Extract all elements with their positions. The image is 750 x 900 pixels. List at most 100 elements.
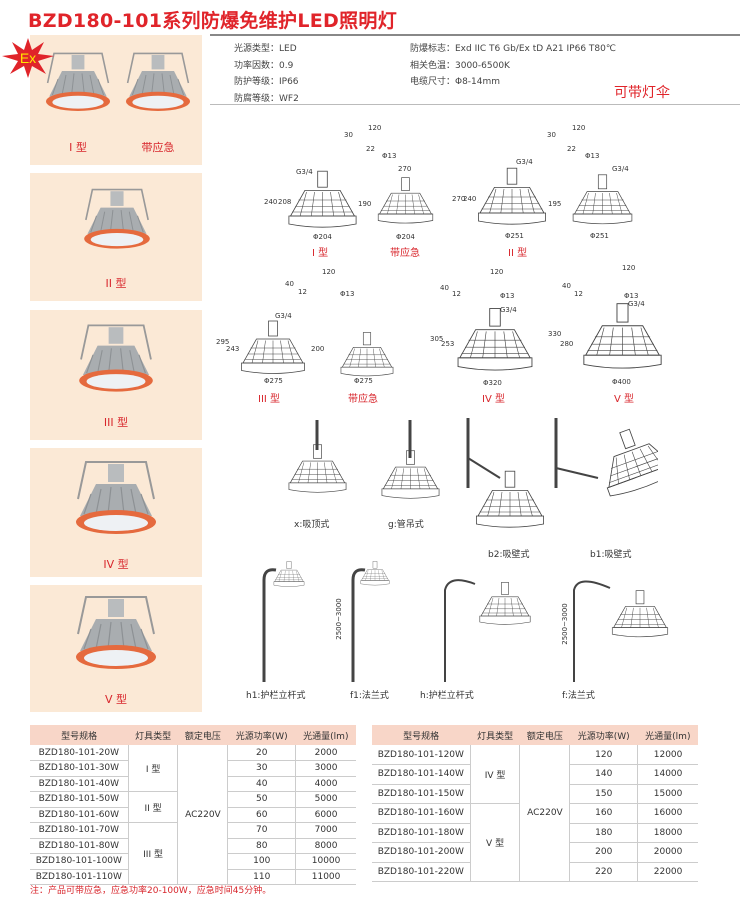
type-cell: II 型: [127, 791, 178, 823]
photo-panel-type-1: I 型 带应急: [30, 35, 202, 165]
dim: G3/4: [500, 306, 517, 314]
dim: 200: [311, 345, 325, 353]
dim: Φ13: [500, 292, 515, 300]
dim: Φ275: [264, 377, 283, 385]
lamp-type-3-photo: [70, 318, 162, 410]
dim: 195: [548, 200, 562, 208]
power-cell: 100: [227, 853, 296, 870]
column-header: 额定电压: [177, 725, 228, 745]
model-cell: BZD180-101-60W: [30, 807, 129, 823]
lamp-type-4-photo: [62, 454, 170, 554]
table-header-row: 型号规格灯具类型额定电压光源功率(W)光通量(lm): [30, 725, 356, 745]
model-cell: BZD180-101-70W: [30, 822, 129, 839]
lumen-cell: 4000: [295, 776, 356, 792]
dim: Φ204: [313, 233, 332, 241]
drawing-label: 带应急: [348, 394, 378, 405]
mount-label: b2:吸壁式: [488, 550, 530, 560]
dim: 295: [216, 338, 230, 346]
dim: Φ13: [585, 152, 600, 160]
lumen-cell: 10000: [295, 853, 356, 870]
drawing-type-1-emergency: [368, 175, 443, 240]
model-cell: BZD180-101-140W: [372, 764, 471, 785]
dim: Φ13: [382, 152, 397, 160]
ex-badge-text: Ex: [20, 50, 36, 66]
umbrella-note: 可带灯伞: [614, 85, 670, 101]
photo-panel-type-5: V 型: [30, 585, 202, 712]
model-cell: BZD180-101-40W: [30, 776, 129, 792]
photo-label: IV 型: [103, 558, 129, 571]
photo-panel-type-3: III 型: [30, 310, 202, 440]
dim: Φ275: [354, 377, 373, 385]
dim: 120: [572, 124, 586, 132]
power-cell: 120: [569, 745, 638, 765]
drawing-guardrail-pole-h: [444, 579, 555, 682]
drawing-label: III 型: [258, 394, 281, 405]
drawing-ceiling-mount: [275, 420, 360, 510]
column-header: 灯具类型: [128, 725, 178, 745]
power-cell: 30: [227, 760, 296, 777]
lumen-cell: 14000: [637, 764, 698, 785]
dim: Φ204: [396, 233, 415, 241]
power-cell: 50: [227, 791, 296, 808]
dim: 40: [285, 280, 294, 288]
spec-table-right: 型号规格灯具类型额定电压光源功率(W)光通量(lm)BZD180-101-120…: [372, 725, 698, 882]
dim: 22: [366, 145, 375, 153]
type-cell: V 型: [469, 803, 520, 882]
dim: 190: [358, 200, 372, 208]
spec-light-source: 光源类型：LED: [234, 44, 297, 54]
lumen-cell: 18000: [637, 823, 698, 843]
dim: 22: [567, 145, 576, 153]
model-cell: BZD180-101-150W: [372, 784, 471, 804]
dim: 270: [452, 195, 466, 203]
lumen-cell: 5000: [295, 791, 356, 808]
dim: 120: [368, 124, 382, 132]
spec-explosion-mark: 防爆标志：Exd IIC T6 Gb/Ex tD A21 IP66 T80℃: [410, 44, 616, 54]
spec-power-factor: 功率因数：0.9: [234, 60, 294, 71]
dim: 305: [430, 335, 444, 343]
power-cell: 70: [227, 822, 296, 839]
dim: 40: [440, 284, 449, 292]
photo-label: II 型: [105, 277, 127, 290]
spec-color-temp: 相关色温：3000-6500K: [410, 60, 510, 71]
lumen-cell: 7000: [295, 822, 356, 839]
dim: 270: [398, 165, 412, 173]
lamp-type-5-photo: [56, 589, 176, 689]
model-cell: BZD180-101-220W: [372, 862, 471, 882]
dim: 2500~3000: [334, 598, 343, 640]
column-header: 光通量(lm): [637, 725, 698, 745]
divider: [210, 104, 740, 105]
dim: Φ320: [483, 379, 502, 387]
drawing-label: V 型: [614, 394, 635, 405]
lumen-cell: 2000: [295, 745, 356, 761]
mount-label: b1:吸壁式: [590, 550, 632, 560]
specs-right: 防爆标志：Exd IIC T6 Gb/Ex tD A21 IP66 T80℃ 相…: [410, 41, 616, 91]
mount-label: g:管吊式: [388, 520, 424, 530]
dim: 120: [322, 268, 336, 276]
type-cell: IV 型: [469, 745, 520, 804]
drawing-pipe-pendant: [368, 420, 453, 515]
dim: 280: [560, 340, 574, 348]
column-header: 光源功率(W): [569, 725, 638, 745]
power-cell: 150: [569, 784, 638, 804]
power-cell: 110: [227, 869, 296, 885]
drawing-label: 带应急: [390, 248, 420, 259]
drawing-wall-mount-b2: [466, 418, 555, 548]
power-cell: 180: [569, 823, 638, 843]
model-cell: BZD180-101-180W: [372, 823, 471, 843]
lumen-cell: 8000: [295, 838, 356, 854]
dim: Φ251: [505, 232, 524, 240]
model-cell: BZD180-101-20W: [30, 745, 129, 761]
column-header: 光源功率(W): [227, 725, 296, 745]
model-cell: BZD180-101-160W: [372, 803, 471, 824]
voltage-cell: AC220V: [177, 745, 228, 885]
power-cell: 220: [569, 862, 638, 882]
